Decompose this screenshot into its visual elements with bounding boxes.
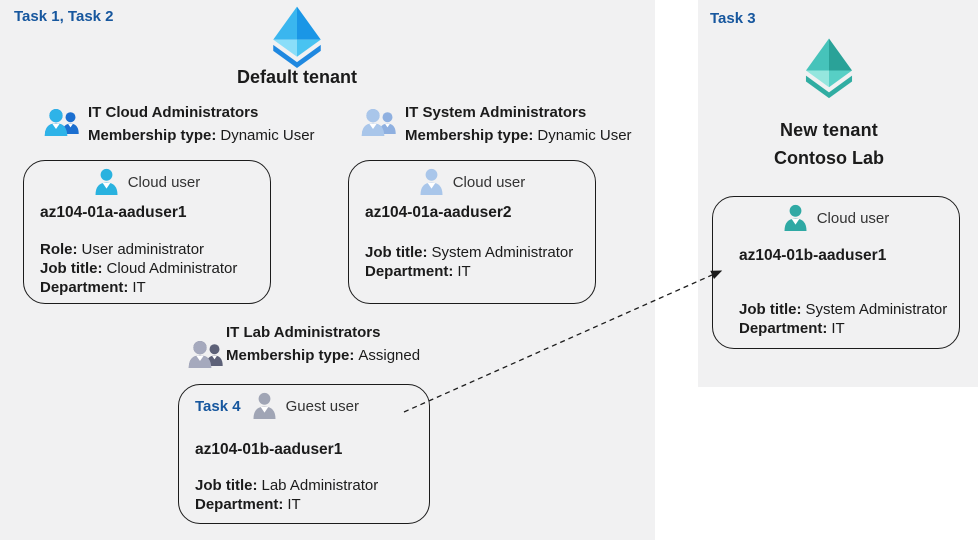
default-tenant-icon: [273, 6, 321, 69]
user-type-label: Cloud user: [127, 173, 201, 191]
task-3-label: Task 3: [710, 10, 756, 27]
new-tenant-name-line1: New tenant: [779, 120, 878, 140]
user-name: az104-01b-aaduser1: [195, 441, 343, 458]
new-tenant-panel: Task 3 New tenant Contoso Lab Cloud user…: [698, 0, 978, 387]
user-type-label: Guest user: [285, 397, 359, 415]
user-name: az104-01a-aaduser2: [365, 204, 512, 221]
user-field-department: Department:IT: [40, 279, 146, 296]
new-tenant-name-line2: Contoso Lab: [774, 148, 884, 168]
user-field-department: Department:IT: [195, 496, 301, 513]
user-field-department: Department:IT: [739, 320, 845, 337]
group-icon: [361, 109, 396, 136]
group-membership: Membership type:Dynamic User: [405, 127, 632, 144]
user-name: az104-01b-aaduser1: [739, 247, 887, 264]
user-card-aaduser1: Cloud user az104-01a-aaduser1 Role:User …: [23, 160, 271, 304]
new-tenant-icon: [805, 38, 853, 99]
new-tenant-user-card: Cloud user az104-01b-aaduser1 Job title:…: [712, 196, 960, 349]
user-field-department: Department:IT: [365, 263, 471, 280]
cloud-user-icon: [420, 168, 443, 195]
guest-user-card: Task 4 Guest user az104-01b-aaduser1 Job…: [178, 384, 430, 524]
guest-user-icon: [253, 392, 276, 419]
group-icon: [188, 341, 223, 368]
group-title: IT System Administrators: [405, 104, 587, 121]
cloud-user-icon: [784, 204, 807, 231]
user-field-job-title: Job title:Cloud Administrator: [40, 260, 238, 277]
default-tenant-panel: Task 1, Task 2 Default tenant IT Cloud A…: [0, 0, 655, 540]
user-type-label: Cloud user: [816, 209, 890, 227]
user-type-label: Cloud user: [452, 173, 526, 191]
user-name: az104-01a-aaduser1: [40, 204, 187, 221]
group-membership: Membership type:Assigned: [226, 347, 421, 364]
cloud-user-icon: [95, 168, 118, 195]
user-card-aaduser2: Cloud user az104-01a-aaduser2 Job title:…: [348, 160, 596, 304]
task-4-label: Task 4: [195, 397, 241, 415]
group-icon: [44, 109, 79, 136]
default-tenant-name: Default tenant: [236, 67, 357, 87]
user-field-job-title: Job title:System Administrator: [365, 244, 574, 261]
user-field-job-title: Job title:Lab Administrator: [195, 477, 379, 494]
task-1-2-label: Task 1, Task 2: [14, 8, 114, 25]
user-field-role: Role:User administrator: [40, 241, 205, 258]
group-membership: Membership type:Dynamic User: [88, 127, 315, 144]
group-title: IT Lab Administrators: [226, 324, 381, 341]
group-title: IT Cloud Administrators: [88, 104, 259, 121]
user-field-job-title: Job title:System Administrator: [739, 301, 948, 318]
